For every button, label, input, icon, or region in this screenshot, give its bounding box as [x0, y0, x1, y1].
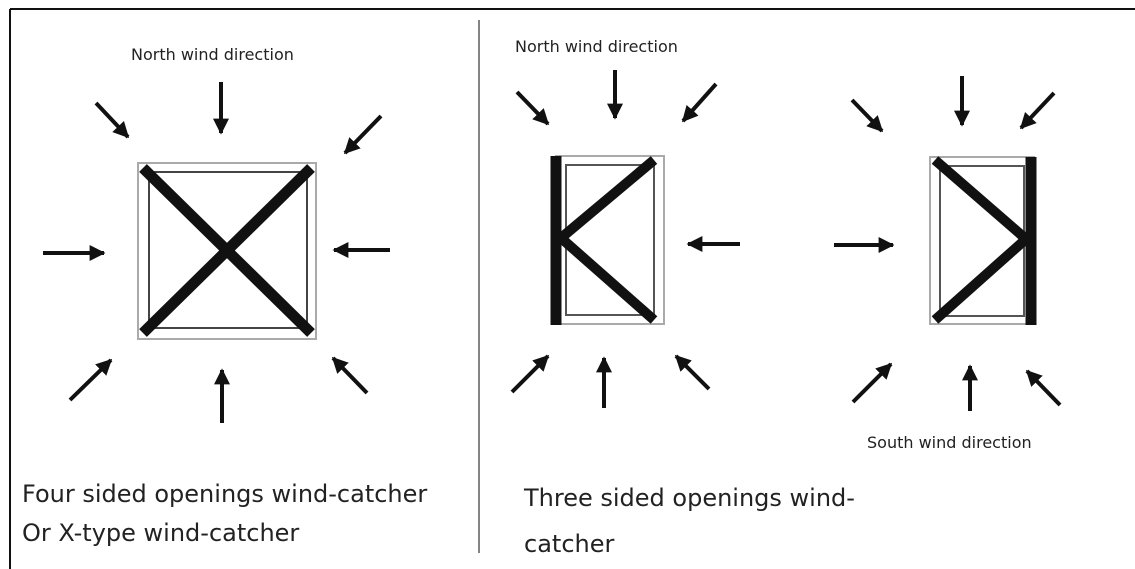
right-caption-line2: catcher: [524, 530, 615, 558]
right-south-wind-label: South wind direction: [867, 433, 1032, 452]
left-north-wind-label: North wind direction: [131, 45, 294, 64]
right-north-wind-label: North wind direction: [515, 37, 678, 56]
three-sided-wind-catcher-a: [550, 155, 665, 325]
arrow-northwest: [94, 101, 130, 139]
left-caption-line2: Or X-type wind-catcher: [22, 519, 300, 547]
arrow-northeast: [343, 114, 383, 155]
right-caption-line1: Three sided openings wind-: [524, 484, 855, 512]
left-caption-line1: Four sided openings wind-catcher: [22, 480, 428, 508]
right-wind-arrows: [834, 76, 1062, 411]
middle-wind-arrows: [510, 70, 740, 408]
x-type-wind-catcher: [137, 162, 317, 340]
three-sided-wind-catcher-b: [929, 156, 1037, 325]
left-wind-arrows: [43, 82, 390, 423]
arrow-southwest: [68, 358, 113, 402]
arrow-southeast: [331, 356, 369, 395]
